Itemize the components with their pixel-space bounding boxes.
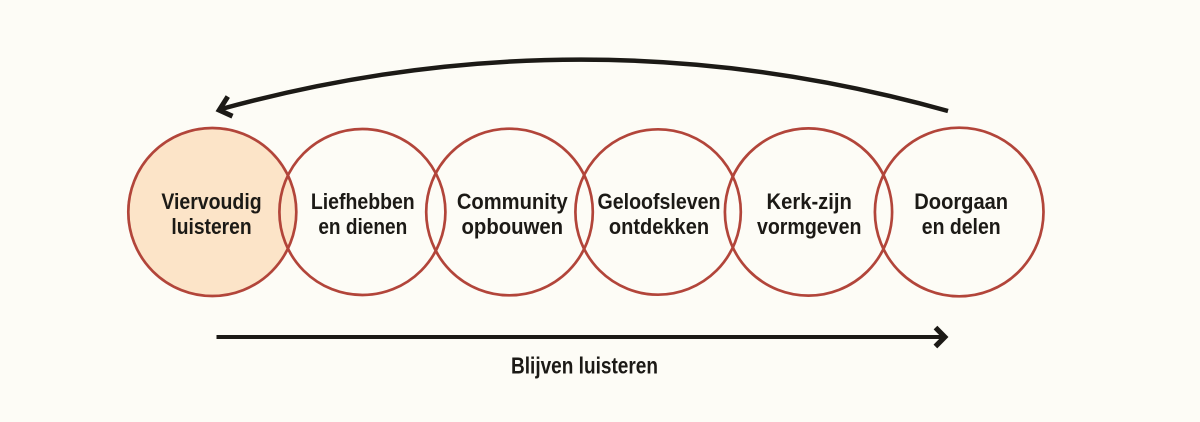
svg-text:Doorgaan: Doorgaan bbox=[914, 189, 1008, 214]
svg-text:en dienen: en dienen bbox=[318, 214, 407, 239]
svg-text:Kerk-zijn: Kerk-zijn bbox=[767, 189, 852, 214]
svg-text:Community: Community bbox=[457, 189, 569, 214]
svg-text:Liefhebben: Liefhebben bbox=[311, 189, 415, 214]
svg-text:opbouwen: opbouwen bbox=[462, 214, 564, 239]
svg-text:en delen: en delen bbox=[922, 214, 1001, 239]
svg-text:vormgeven: vormgeven bbox=[757, 214, 862, 239]
svg-text:Viervoudig: Viervoudig bbox=[161, 189, 261, 214]
svg-text:Blijven luisteren: Blijven luisteren bbox=[511, 353, 658, 379]
svg-text:Geloofsleven: Geloofsleven bbox=[598, 189, 721, 214]
svg-text:ontdekken: ontdekken bbox=[609, 214, 709, 239]
svg-text:luisteren: luisteren bbox=[171, 214, 251, 239]
